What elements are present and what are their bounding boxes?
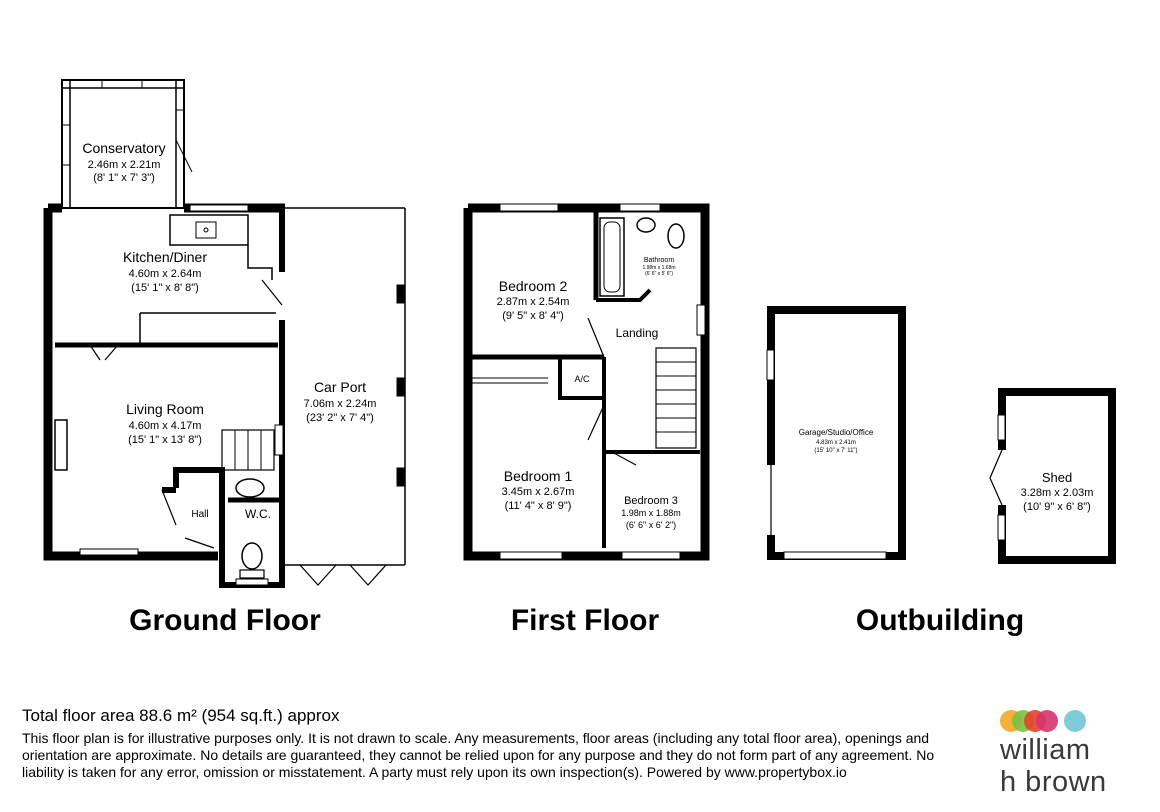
garage-name: Garage/Studio/Office — [799, 428, 874, 437]
floor-plan: Conservatory 2.46m x 2.21m (8' 1" x 7' 3… — [43, 79, 1116, 637]
ground-floor-plan — [43, 79, 406, 588]
living-room-name: Living Room — [126, 401, 204, 417]
conservatory-walls — [61, 79, 193, 209]
garage-metric: 4.83m x 2.41m — [816, 440, 856, 446]
footer: Total floor area 88.6 m² (954 sq.ft.) ap… — [22, 706, 952, 781]
conservatory-metric: 2.46m x 2.21m — [88, 159, 161, 171]
bedroom1-imperial: (11' 4" x 8' 9") — [505, 500, 572, 512]
outbuilding-plan — [766, 306, 1116, 564]
logo-dot-4 — [1036, 710, 1058, 732]
conservatory-name: Conservatory — [82, 140, 165, 156]
kitchen-name: Kitchen/Diner — [123, 249, 207, 265]
living-room-imperial: (15' 1" x 13' 8") — [128, 434, 202, 446]
bedroom2-name: Bedroom 2 — [499, 278, 568, 294]
bedroom1-name: Bedroom 1 — [504, 468, 573, 484]
disclaimer-text: This floor plan is for illustrative purp… — [22, 730, 935, 780]
bedroom2-imperial: (9' 5" x 8' 4") — [502, 310, 564, 322]
brand-line-1: william — [1000, 734, 1091, 766]
logo-dot-5 — [1064, 710, 1086, 732]
living-room-metric: 4.60m x 4.17m — [129, 420, 202, 432]
carport-imperial: (23' 2" x 7' 4") — [306, 412, 374, 424]
brand-logo: william h brown — [998, 708, 1138, 804]
hall-name: Hall — [191, 509, 208, 520]
room-labels: Conservatory 2.46m x 2.21m (8' 1" x 7' 3… — [82, 140, 1093, 530]
ground-floor-title: Ground Floor — [129, 604, 321, 637]
shed-metric: 3.28m x 2.03m — [1021, 487, 1094, 499]
outbuilding-title: Outbuilding — [856, 604, 1024, 637]
first-floor-title: First Floor — [511, 604, 660, 637]
main-house-walls — [43, 203, 285, 588]
wc-name: W.C. — [245, 507, 271, 521]
landing-name: Landing — [616, 326, 659, 340]
shed-name: Shed — [1042, 470, 1072, 485]
total-floor-area: Total floor area 88.6 m² (954 sq.ft.) ap… — [22, 706, 340, 725]
brand-line-2: h brown — [1000, 766, 1107, 798]
bedroom3-name: Bedroom 3 — [624, 495, 678, 507]
bathroom-imperial: (6' 6" x 5' 6") — [645, 271, 673, 277]
bedroom3-imperial: (6' 6" x 6' 2") — [626, 520, 676, 530]
carport-metric: 7.06m x 2.24m — [304, 398, 377, 410]
first-floor-plan — [463, 203, 710, 561]
bathroom-name: Bathroom — [644, 257, 675, 264]
carport-name: Car Port — [314, 379, 366, 395]
garage-imperial: (15' 10" x 7' 11") — [814, 448, 857, 454]
bathroom-metric: 1.98m x 1.68m — [642, 265, 675, 271]
kitchen-imperial: (15' 1" x 8' 8") — [131, 282, 199, 294]
bedroom3-metric: 1.98m x 1.88m — [621, 508, 681, 518]
bedroom1-metric: 3.45m x 2.67m — [502, 486, 575, 498]
shed-imperial: (10' 9" x 6' 8") — [1023, 501, 1091, 513]
bedroom2-metric: 2.87m x 2.54m — [497, 296, 570, 308]
conservatory-imperial: (8' 1" x 7' 3") — [93, 172, 155, 184]
carport-walls — [285, 207, 406, 586]
ac-name: A/C — [574, 374, 590, 384]
kitchen-metric: 4.60m x 2.64m — [129, 268, 202, 280]
